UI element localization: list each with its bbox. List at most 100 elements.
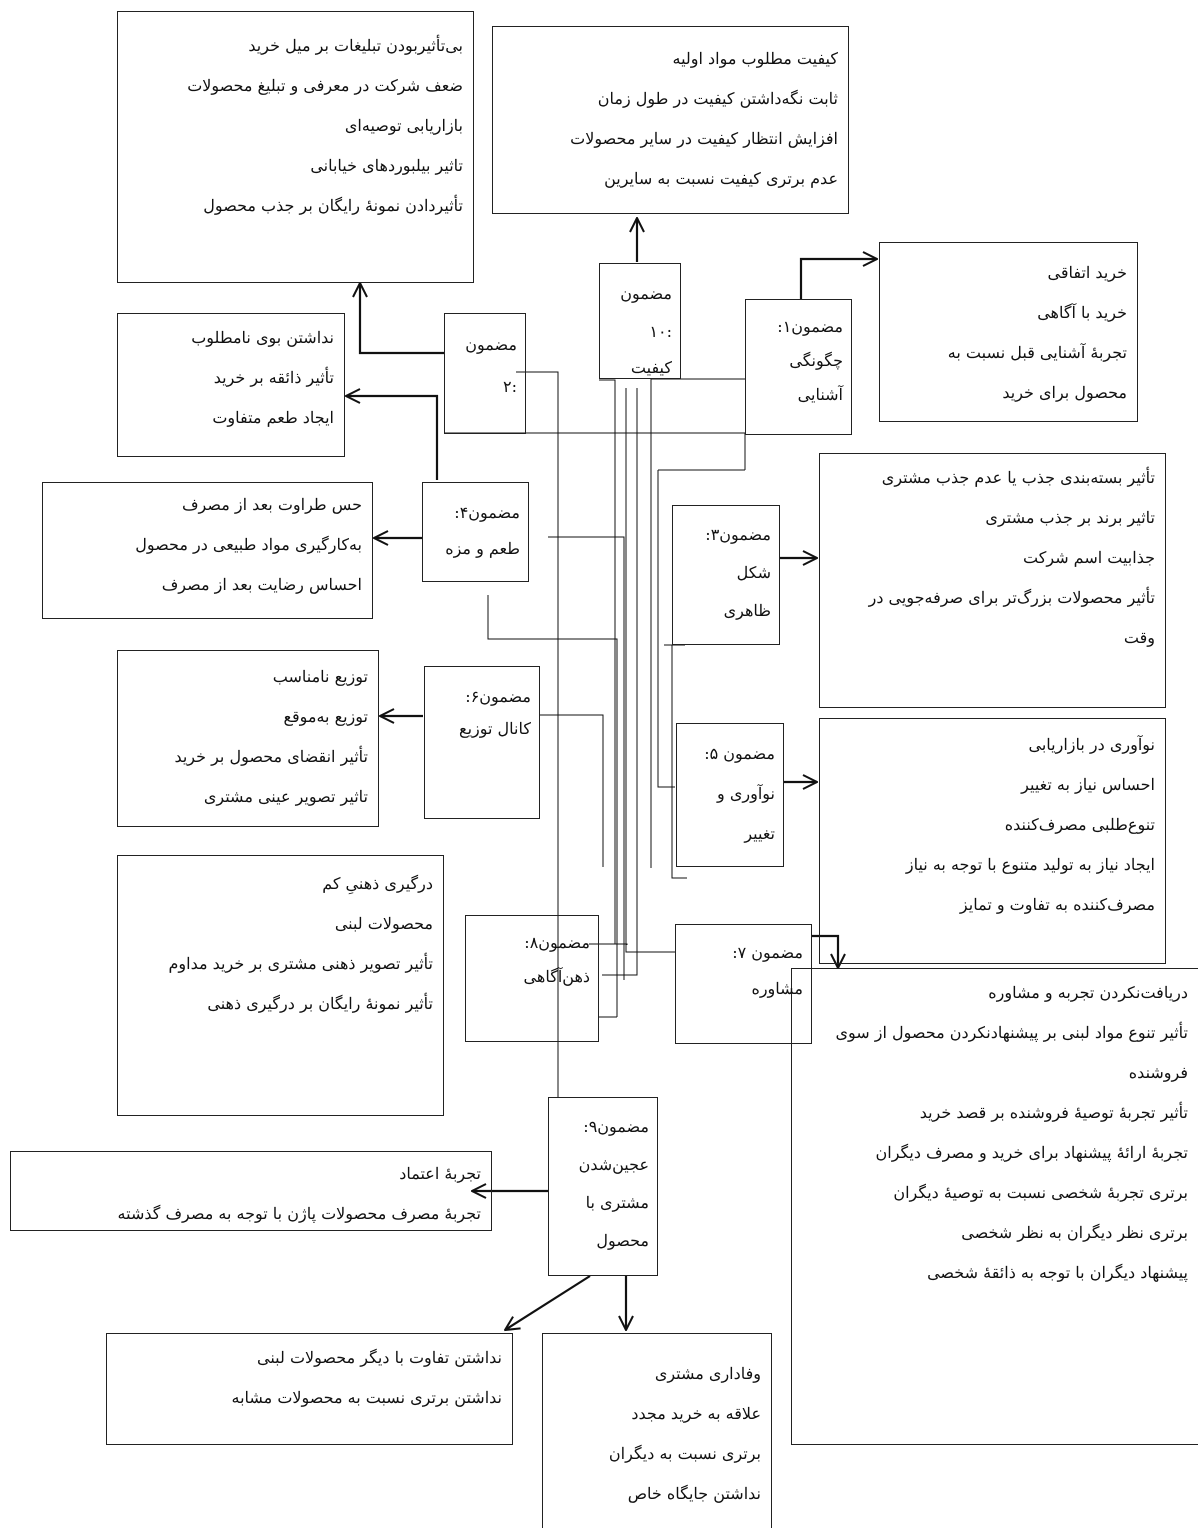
box-line: نداشتن بوی نامطلوب	[191, 328, 334, 347]
theme-line: شکل	[736, 563, 771, 582]
theme-line: ظاهری	[723, 601, 771, 620]
box-line: نداشتن تفاوت با دیگر محصولات لبنی	[256, 1348, 502, 1367]
box-line: افزایش انتظار کیفیت در سایر محصولات	[570, 129, 838, 148]
box-line: علاقه به خرید مجدد	[631, 1404, 761, 1423]
box-line: برتری نسبت به دیگران	[608, 1444, 761, 1463]
box-line: تأثیر انقضای محصول بر خرید	[174, 747, 368, 766]
theme-line: مضمون۹:	[583, 1117, 649, 1136]
box-line: ثابت نگه‌داشتن کیفیت در طول زمان	[597, 89, 838, 108]
box-line: وفاداری مشتری	[654, 1364, 761, 1383]
box-line: نداشتن برتری نسبت به محصولات مشابه	[231, 1388, 503, 1407]
theme-line: چگونگی	[789, 351, 843, 370]
box-line: ایجاد طعم متفاوت	[212, 408, 334, 427]
box-line: تاثیر تصویر عینی مشتری	[203, 787, 368, 806]
box-line: حس طراوت بعد از مصرف	[181, 495, 362, 514]
theme-line: مضمون ۷:	[732, 943, 803, 962]
theme-line: تغییر	[744, 824, 775, 843]
box-line: به‌کارگیری مواد طبیعی در محصول	[135, 535, 362, 554]
theme-line: :۱۰	[649, 322, 672, 341]
box-line: درگیری ذهنیِ کم	[322, 874, 433, 893]
box-familiarity-codes: خرید اتفاقی خرید با آگاهی تجربۀ آشنایی ق…	[879, 242, 1138, 422]
box-line: برتری نظر دیگران به نظر شخصی	[961, 1223, 1188, 1242]
theme-line: محصول	[596, 1231, 649, 1250]
theme-6-node: مضمون۶: کانال توزیع	[424, 666, 540, 819]
box-loyalty-codes: وفاداری مشتری علاقه به خرید مجدد برتری ن…	[542, 1333, 772, 1528]
box-line: تجربۀ اعتماد	[399, 1164, 481, 1183]
box-nodiff-codes: نداشتن تفاوت با دیگر محصولات لبنی نداشتن…	[106, 1333, 513, 1445]
box-mindfulness-codes: درگیری ذهنیِ کم محصولات لبنی تأثیر تصویر…	[117, 855, 444, 1116]
theme-line: نوآوری و	[717, 784, 775, 803]
theme-line: :۲	[503, 377, 517, 396]
theme-10-node: مضمون :۱۰ کیفیت	[599, 263, 681, 379]
theme-line: مضمون۸:	[524, 933, 590, 952]
theme-8-node: مضمون۸: ذهن‌آگاهی	[465, 915, 599, 1042]
box-line: پیشنهاد دیگران با توجه به ذائقۀ شخصی	[927, 1263, 1188, 1282]
box-line: تجربۀ ارائۀ پیشنهاد برای خرید و مصرف دیگ…	[875, 1143, 1189, 1162]
theme-2-node: مضمون :۲	[444, 313, 526, 434]
theme-line: مشتری با	[585, 1193, 649, 1212]
box-line: بی‌تأثیربودن تبلیغات بر میل خرید	[248, 36, 463, 55]
box-line: کیفیت مطلوب مواد اولیه	[672, 49, 838, 68]
box-appearance-codes: تأثیر بسته‌بندی جذب یا عدم جذب مشتری تاث…	[819, 453, 1166, 708]
theme-line: کیفیت	[630, 358, 672, 377]
box-line: تأثیر نمونۀ رایگان بر درگیری ذهنی	[207, 994, 433, 1013]
box-line: نوآوری در بازاریابی	[1028, 735, 1155, 754]
box-line: مصرف‌کننده به تفاوت و تمایز	[959, 895, 1155, 914]
box-line: محصولات لبنی	[334, 914, 433, 933]
box-line: تاثیر بیلبوردهای خیابانی	[310, 156, 463, 175]
theme-1-node: مضمون۱: چگونگی آشنایی	[745, 299, 852, 435]
box-line: تأثیر ذائقه بر خرید	[213, 368, 334, 387]
box-line: تأثیر تنوع مواد لبنی بر پیشنهادنکردن محص…	[835, 1023, 1188, 1042]
box-smell-codes: نداشتن بوی نامطلوب تأثیر ذائقه بر خرید ا…	[117, 313, 345, 457]
box-line: تاثیر برند بر جذب مشتری	[985, 508, 1155, 527]
box-trust-codes: تجربۀ اعتماد تجربۀ مصرف محصولات پاژن با …	[10, 1151, 492, 1231]
box-line: خرید اتفاقی	[1047, 263, 1127, 282]
theme-line: مضمون ۵:	[704, 744, 775, 763]
theme-line: طعم و مزه	[445, 539, 520, 558]
box-line: خرید با آگاهی	[1037, 303, 1127, 322]
theme-line: مضمون	[465, 335, 517, 354]
box-line: برتری تجربۀ شخصی نسبت به توصیۀ دیگران	[893, 1183, 1188, 1202]
box-line: تأثیر بسته‌بندی جذب یا عدم جذب مشتری	[881, 468, 1155, 487]
theme-5-node: مضمون ۵: نوآوری و تغییر	[676, 723, 784, 867]
box-line: ضعف شرکت در معرفی و تبلیغ محصولات	[187, 76, 463, 95]
box-line: عدم برتری کیفیت نسبت به سایرین	[604, 169, 838, 188]
box-line: بازاریابی توصیه‌ای	[344, 116, 463, 135]
box-line: جذابیت اسم شرکت	[1023, 548, 1155, 567]
box-line: توزیع نامناسب	[272, 667, 368, 686]
theme-line: عجین‌شدن	[578, 1155, 649, 1174]
box-line: احساس نیاز به تغییر	[1021, 775, 1155, 794]
box-consulting-codes: دریافت‌نکردن تجربه و مشاوره تأثیر تنوع م…	[791, 968, 1198, 1445]
box-line: دریافت‌نکردن تجربه و مشاوره	[988, 983, 1188, 1002]
theme-line: مضمون۶:	[465, 687, 531, 706]
box-line: احساس رضایت بعد از مصرف	[161, 575, 362, 594]
theme-line: آشنایی	[797, 385, 843, 404]
theme-line: مشاوره	[751, 979, 803, 998]
box-advertising-codes: بی‌تأثیربودن تبلیغات بر میل خرید ضعف شرک…	[117, 11, 474, 283]
theme-line: مضمون	[620, 284, 672, 303]
box-line: تأثیردادن نمونۀ رایگان بر جذب محصول	[203, 196, 463, 215]
box-quality-codes: کیفیت مطلوب مواد اولیه ثابت نگه‌داشتن کی…	[492, 26, 849, 214]
box-distribution-codes: توزیع نامناسب توزیع به‌موقع تأثیر انقضای…	[117, 650, 379, 827]
theme-4-node: مضمون۴: طعم و مزه	[422, 482, 529, 582]
box-line: توزیع به‌موقع	[283, 707, 368, 726]
box-line: وقت	[1123, 628, 1155, 647]
box-line: تنوع‌طلبی مصرف‌کننده	[1004, 815, 1155, 834]
theme-line: ذهن‌آگاهی	[523, 967, 590, 986]
theme-line: مضمون۱:	[777, 317, 843, 336]
theme-line: کانال توزیع	[459, 719, 531, 738]
box-line: فروشنده	[1128, 1063, 1188, 1082]
box-line: تأثیر تصویر ذهنی مشتری بر خرید مداوم	[168, 954, 433, 973]
box-line: تأثیر تجربۀ توصیۀ فروشنده بر قصد خرید	[919, 1103, 1188, 1122]
theme-7-node: مضمون ۷: مشاوره	[675, 924, 812, 1044]
box-line: تجربۀ آشنایی قبل نسبت به	[947, 343, 1127, 362]
box-line: تأثیر محصولات بزرگ‌تر برای صرفه‌جویی در	[868, 588, 1155, 607]
box-line: نداشتن جایگاه خاص	[627, 1484, 761, 1503]
theme-line: مضمون۴:	[454, 503, 520, 522]
theme-9-node: مضمون۹: عجین‌شدن مشتری با محصول	[548, 1097, 658, 1276]
box-line: محصول برای خرید	[1002, 383, 1127, 402]
box-innovation-codes: نوآوری در بازاریابی احساس نیاز به تغییر …	[819, 718, 1166, 964]
box-taste-codes: حس طراوت بعد از مصرف به‌کارگیری مواد طبی…	[42, 482, 373, 619]
